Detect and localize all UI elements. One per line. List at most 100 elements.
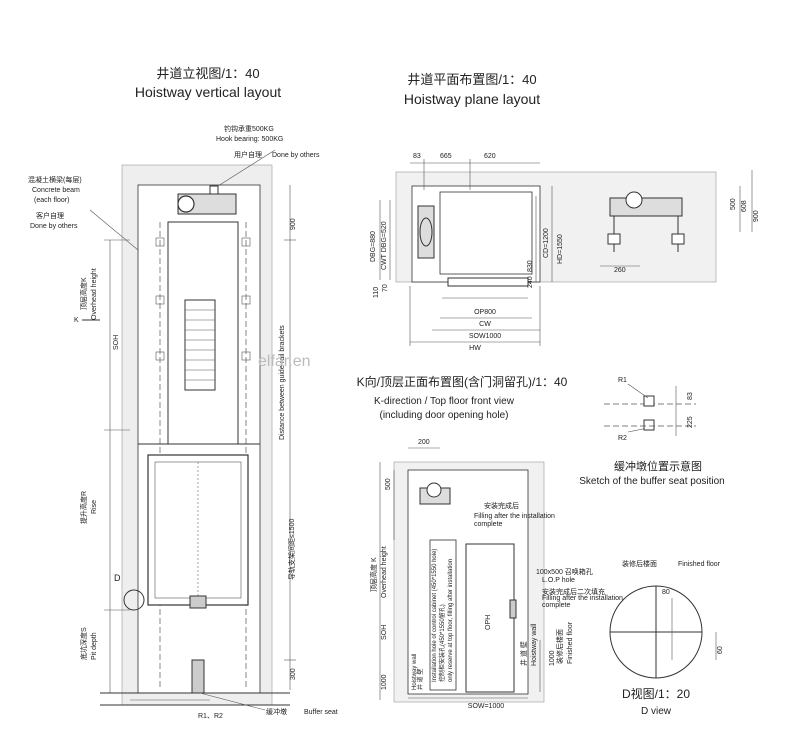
kview-fill-en2: complete <box>474 521 503 528</box>
counterweight-frame <box>184 299 216 391</box>
buffer-dim-83: 83 <box>687 392 694 400</box>
buffer-r1: R1 <box>618 377 627 384</box>
kview-lop-cn: 100x500 召唤箱孔 <box>536 567 593 576</box>
kview-door-opening <box>465 543 515 693</box>
leader-buffer <box>199 692 266 711</box>
overhead-label-en: Overhead height <box>91 268 98 320</box>
kview-overhead-en: Overhead height <box>381 546 388 598</box>
kview-soh: SOH <box>381 625 388 640</box>
kview-cab-hole-en: Installation hole of control cabinet (45… <box>432 549 438 682</box>
plane-dim-900: 900 <box>753 210 760 222</box>
r1r2-label: R1、R2 <box>198 713 223 720</box>
kview-cab-hole-note: only reserve at top floor, filling after… <box>448 559 454 682</box>
kview-title-cn: K向/顶层正面布置图(含门洞留孔)/1：40 <box>357 374 568 389</box>
brackets-label-cn: 导轨支架间距≤1500 <box>287 518 296 580</box>
kview-dim-1000-left: 1000 <box>381 674 388 690</box>
buffer-r2-box <box>643 419 655 431</box>
dim-300-label: 300 <box>290 668 297 680</box>
plane-dim-cwt: CWT DBG=520 <box>381 221 388 270</box>
plane-machine-sheave <box>625 191 643 209</box>
buffer-dim-225: 225 <box>687 416 694 428</box>
plane-dim-110: 110 <box>373 287 380 298</box>
pit-label-en: Pit depth <box>91 632 98 660</box>
kview-dim-1000-right: 1000 <box>549 650 556 666</box>
watermark: elfar.en <box>258 353 310 370</box>
leader-beam <box>89 209 139 251</box>
plane-dim-sow: SOW1000 <box>469 333 501 340</box>
plane-dim-hd: HD=1550 <box>557 234 564 264</box>
bracket-4 <box>241 237 251 247</box>
buffer-r1-box <box>643 395 655 407</box>
rise-label-en: Rise <box>91 500 98 514</box>
kview-lop-en: L.O.P hole <box>542 577 575 584</box>
plane-title-en: Hoistway plane layout <box>404 91 540 107</box>
car-bottom-block <box>189 595 207 609</box>
plane-dim-830: 830 <box>527 260 534 272</box>
kview-dim-200: 200 <box>418 439 430 446</box>
plane-dim-500: 500 <box>730 198 737 210</box>
plane-dim-260: 260 <box>614 267 626 274</box>
dim-900-label: 900 <box>290 218 297 230</box>
brackets-label-en: Distance between guide-rail brackets <box>279 325 286 440</box>
d-view: 装修后楼面 Finished floor 80 60 D视图/1：20 D vi… <box>609 559 724 717</box>
kview-fill2-en: Filling after the installation <box>542 595 623 602</box>
dview-title-cn: D视图/1：20 <box>622 686 690 701</box>
kview-control-cabinet-hole <box>429 539 457 691</box>
plane-machine <box>609 197 683 217</box>
plane-dim-op: OP800 <box>474 309 496 316</box>
plane-counterweight <box>417 205 435 259</box>
plane-dim-608: 608 <box>741 200 748 212</box>
plane-title-cn: 井道平面布置图/1：40 <box>407 72 536 87</box>
buffer-label-en: Buffer seat <box>304 709 338 716</box>
hoistway-shaft <box>137 184 261 694</box>
dview-title-en: D view <box>641 706 672 717</box>
buffer-title-en: Sketch of the buffer seat position <box>579 476 724 487</box>
plane-layout: 井道平面布置图/1：40 Hoistway plane layout 83 66… <box>370 72 760 352</box>
plane-dim-665: 665 <box>440 153 452 160</box>
hook-label-cn: 钓钩承重500KG <box>224 124 274 133</box>
kview-floor-en: Finished floor <box>567 621 574 664</box>
hook-label-en: Hook bearing: 500KG <box>216 136 283 143</box>
dview-finished-cn: 装修后楼面 <box>622 559 657 568</box>
buffer <box>191 659 205 694</box>
kview-oph: OPH <box>485 615 492 630</box>
rise-label-cn: 提升高度R <box>79 491 88 524</box>
plane-dim-240: 240 <box>527 276 534 288</box>
buffer-label-cn: 缓冲墩 <box>266 707 287 716</box>
user-label-en: Done by others <box>272 152 320 159</box>
kview-overhead-cn: 顶层高度 K <box>369 557 378 592</box>
detail-d-circle <box>123 589 145 611</box>
buffer-title-cn: 缓冲墩位置示意图 <box>614 459 702 473</box>
client-label-cn: 客户自理 <box>36 211 64 220</box>
beam-label-cn: 混凝土横梁(每层) <box>28 175 82 184</box>
traction-sheave <box>177 195 195 213</box>
plane-door-opening <box>447 277 529 287</box>
kview-title-en1: K-direction / Top floor front view <box>374 396 515 407</box>
soh-label: SOH <box>113 335 120 350</box>
kview-wall-cn: 井 道 壁 <box>416 669 424 690</box>
vertical-title-en: Hoistway vertical layout <box>135 84 281 100</box>
bracket-1 <box>155 237 165 247</box>
dview-dim-80: 80 <box>662 589 670 596</box>
plane-dim-hw: HW <box>469 345 481 352</box>
plane-dim-70: 70 <box>382 284 389 292</box>
plane-car <box>439 191 533 275</box>
plane-dim-cw: CW <box>479 321 491 328</box>
kview-fill2-en2: complete <box>542 602 571 609</box>
overhead-label-cn: 顶层高度K <box>79 277 88 310</box>
buffer-r2: R2 <box>618 435 627 442</box>
kview-cab-hole-cn: 控制柜安装孔(450*1550留孔) <box>438 604 446 682</box>
kview-sow: SOW=1000 <box>468 703 504 710</box>
dview-dim-60: 60 <box>717 646 724 654</box>
client-label-en: Done by others <box>30 223 78 230</box>
hook <box>209 185 219 195</box>
kview-fill2-cn: 安装完成后二次填充 <box>542 587 605 596</box>
kview-wall-en: Hoistway wall <box>412 654 418 690</box>
kview-dim-500: 500 <box>385 478 392 490</box>
k-view: K向/顶层正面布置图(含门洞留孔)/1：40 K-direction / Top… <box>357 374 623 710</box>
kview-wall-cn-right: 井 道 壁 <box>519 641 528 666</box>
kview-wall-en-right: Hoistway wall <box>531 623 538 666</box>
beam-label-en2: (each floor) <box>34 197 69 204</box>
kview-fill-cn: 安装完成后 <box>484 501 519 510</box>
